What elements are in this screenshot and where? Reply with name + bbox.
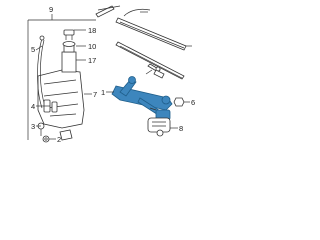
group-bracket — [27, 19, 96, 140]
washer-hose-inner — [40, 39, 46, 107]
callout-1: 1 — [101, 88, 105, 97]
bracket-part — [59, 129, 73, 141]
reservoir-cap — [63, 29, 75, 40]
parts-diagram: 9 18 10 17 5 7 4 3 2 1 6 8 — [0, 0, 200, 147]
leader-5 — [35, 45, 43, 51]
cowl-cap — [153, 69, 165, 79]
hose-clip — [39, 35, 45, 41]
diagram-canvas: 9 18 10 17 5 7 4 3 2 1 6 8 — [27, 5, 195, 144]
callout-5: 5 — [31, 45, 35, 54]
pivot-nut — [173, 97, 185, 107]
callout-9: 9 — [49, 5, 53, 14]
wiper-motor — [147, 117, 171, 137]
callout-10: 10 — [88, 42, 96, 51]
leader-lower-arm — [145, 69, 153, 75]
grommet — [42, 135, 50, 143]
callout-4: 4 — [31, 102, 35, 111]
wiper-arm-upper — [95, 5, 121, 18]
washer-reservoir — [37, 41, 85, 129]
callout-2: 2 — [57, 135, 61, 144]
callout-3: 3 — [31, 122, 35, 131]
washer-hose — [37, 37, 43, 109]
callout-18: 18 — [88, 26, 96, 35]
callout-6: 6 — [191, 98, 195, 107]
level-sensor — [37, 122, 45, 136]
wiper-blade-upper — [115, 8, 187, 51]
wiper-linkage-highlighted — [111, 76, 173, 121]
callout-8: 8 — [179, 124, 183, 133]
wiper-blade-lower — [115, 41, 185, 80]
callout-7: 7 — [93, 90, 97, 99]
callout-17: 17 — [88, 56, 96, 65]
leader-linkage — [149, 107, 157, 111]
